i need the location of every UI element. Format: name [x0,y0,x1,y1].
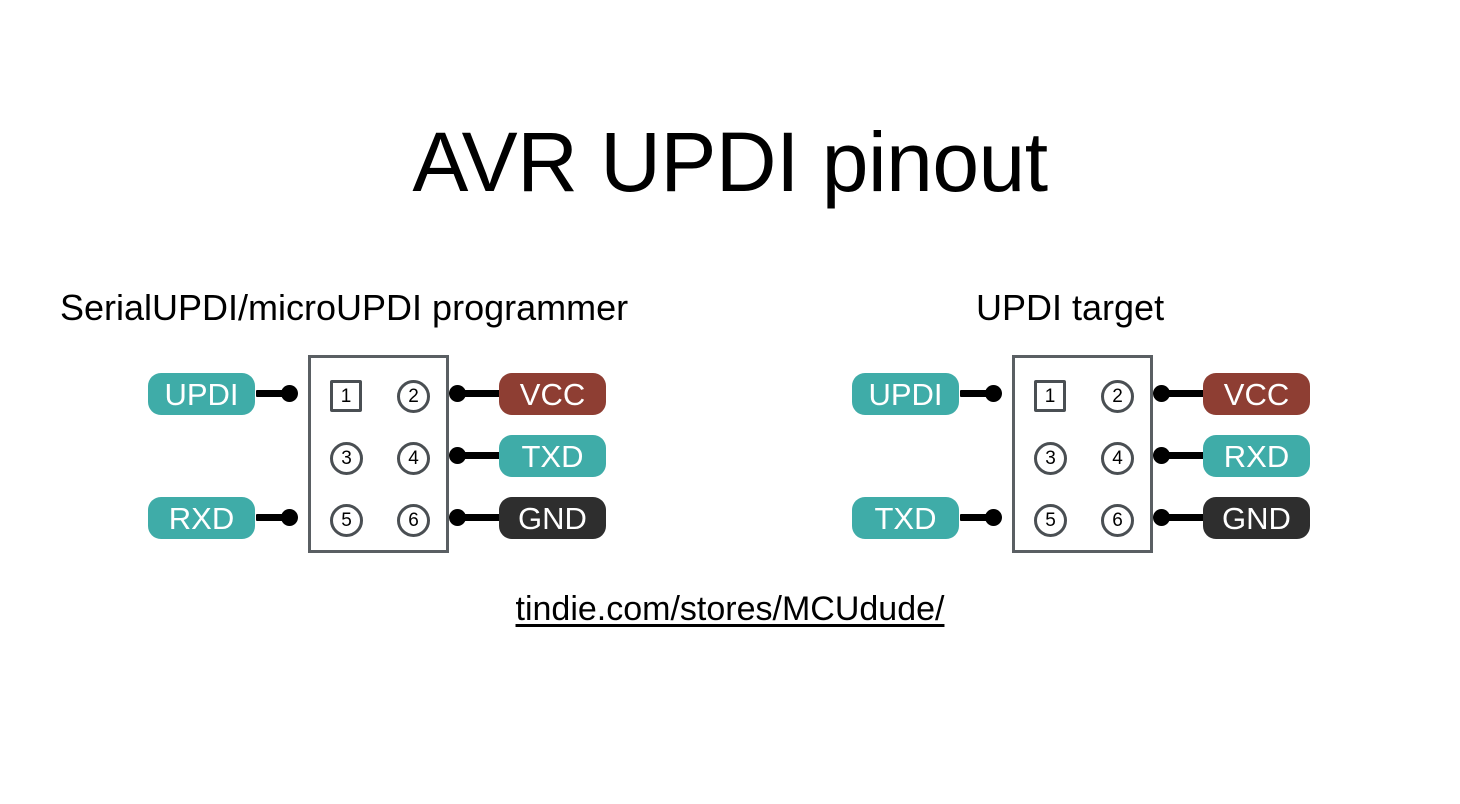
pin-number: 4 [408,448,419,469]
pin-6: 6 [1101,504,1134,537]
connector-box-target: 1 2 3 4 5 6 [1012,355,1153,553]
signal-label-txd: TXD [852,497,959,539]
signal-label-gnd: GND [499,497,606,539]
pin-number: 6 [408,510,419,531]
pin-number: 5 [341,510,352,531]
lead-line-pin-2 [463,390,503,397]
lead-line-pin-6 [1167,514,1207,521]
pin-number: 2 [408,386,419,407]
signal-label-gnd: GND [1203,497,1310,539]
pin-number: 2 [1112,386,1123,407]
pin-4: 4 [1101,442,1134,475]
section-heading-programmer: SerialUPDI/microUPDI programmer [60,287,629,328]
lead-line-pin-6 [463,514,503,521]
signal-label-rxd: RXD [1203,435,1310,477]
lead-dot-pin-4 [1153,447,1170,464]
signal-label-vcc: VCC [499,373,606,415]
lead-line-pin-4 [1167,452,1207,459]
pin-1: 1 [330,380,362,412]
pin-number: 4 [1112,448,1123,469]
lead-dot-pin-4 [449,447,466,464]
pin-2: 2 [1101,380,1134,413]
lead-line-pin-1 [960,390,1000,397]
signal-label-txd: TXD [499,435,606,477]
pin-3: 3 [330,442,363,475]
section-heading-target: UPDI target [976,287,1165,328]
lead-line-pin-4 [463,452,503,459]
pin-number: 1 [340,385,352,407]
lead-dot-pin-1 [281,385,298,402]
lead-line-pin-2 [1167,390,1207,397]
lead-dot-pin-2 [449,385,466,402]
lead-dot-pin-6 [449,509,466,526]
store-link[interactable]: tindie.com/stores/MCUdude/ [515,590,945,628]
signal-label-updi: UPDI [148,373,255,415]
pin-5: 5 [330,504,363,537]
pin-number: 5 [1045,510,1056,531]
connector-box-programmer: 1 2 3 4 5 6 [308,355,449,553]
lead-dot-pin-1 [985,385,1002,402]
pin-number: 6 [1112,510,1123,531]
lead-line-pin-5 [256,514,296,521]
pin-3: 3 [1034,442,1067,475]
lead-dot-pin-5 [985,509,1002,526]
pin-number: 3 [1045,448,1056,469]
signal-label-vcc: VCC [1203,373,1310,415]
lead-dot-pin-2 [1153,385,1170,402]
pin-2: 2 [397,380,430,413]
pin-1: 1 [1034,380,1066,412]
lead-line-pin-1 [256,390,296,397]
pin-4: 4 [397,442,430,475]
pin-6: 6 [397,504,430,537]
signal-label-rxd: RXD [148,497,255,539]
pin-number: 1 [1044,385,1056,407]
pin-5: 5 [1034,504,1067,537]
lead-dot-pin-5 [281,509,298,526]
page-title: AVR UPDI pinout [412,115,1048,209]
pin-number: 3 [341,448,352,469]
lead-line-pin-5 [960,514,1000,521]
lead-dot-pin-6 [1153,509,1170,526]
signal-label-updi: UPDI [852,373,959,415]
